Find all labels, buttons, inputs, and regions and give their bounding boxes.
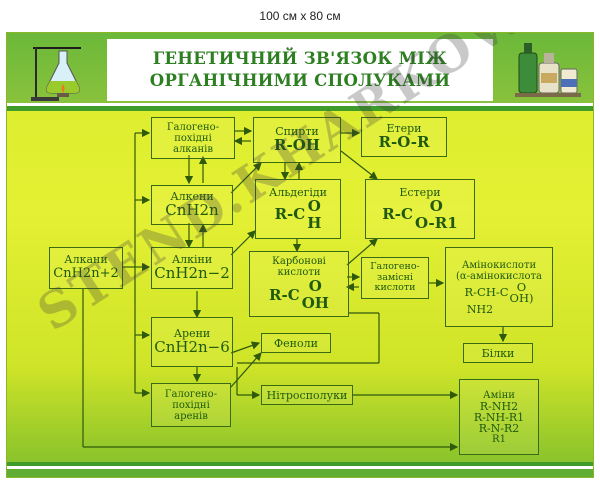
amines-formula-1: R-NH2 — [479, 399, 519, 413]
node-alkenes: Алкени CnH2n — [151, 185, 233, 225]
haloalkanes-line-3: алканів — [172, 143, 214, 155]
node-nitro-compounds: Нітросполуки — [261, 385, 353, 405]
amino-acids-line-2: (α-амінокислота — [455, 270, 543, 282]
carboxylic-line-1: Карбонові — [272, 256, 326, 267]
amines-label: Аміни — [483, 389, 515, 401]
amino-acids-formula: R-CH-C — [464, 285, 509, 299]
amino-acids-oh: OH) — [509, 290, 534, 305]
aldehydes-h: H — [307, 213, 322, 232]
connector-lines — [82, 126, 508, 452]
node-esters: Естери R-C O O-R1 — [365, 179, 475, 239]
esters-o: O — [429, 196, 443, 215]
amines-formula-4: R1 — [492, 433, 506, 445]
ethers-formula: R-O-R — [378, 133, 430, 151]
proteins-label: Білки — [481, 346, 515, 360]
haloarenes-line-3: аренів — [174, 410, 208, 422]
bottles-icon — [515, 43, 581, 97]
esters-formula: R-C — [382, 205, 413, 223]
arenes-formula: CnH2n−6 — [154, 338, 230, 356]
size-caption: 100 см х 80 см — [259, 9, 341, 23]
node-arenes: Арени CnH2n−6 — [151, 317, 233, 367]
title-panel: ГЕНЕТИЧНИЙ ЗВ'ЯЗОК МІЖ ОРГАНІЧНИМИ СПОЛУ… — [107, 39, 493, 101]
alkenes-label: Алкени — [170, 190, 214, 203]
halo-acids-line-2: заміснi — [377, 271, 413, 283]
node-aldehydes: Альдегіди R-C O H — [255, 179, 341, 239]
alcohols-formula: R-OH — [274, 136, 320, 154]
title-line-2: ОРГАНІЧНИМИ СПОЛУКАМИ — [149, 71, 451, 90]
amino-acids-nh2: NH2 — [466, 302, 494, 316]
alkynes-label: Алкіни — [171, 253, 213, 266]
carboxylic-oh: OH — [301, 294, 329, 312]
carboxylic-o: O — [308, 277, 322, 295]
halo-acids-line-1: Галогено- — [370, 261, 420, 273]
aldehydes-label: Альдегіди — [269, 185, 327, 199]
alcohols-label: Спирти — [275, 125, 319, 138]
esters-r: O-R1 — [414, 213, 458, 232]
alkanes-formula: CnH2n+2 — [53, 266, 119, 281]
top-white-stripe — [7, 103, 593, 106]
node-amino-acids: Амінокислоти (α-амінокислота R-CH-C O OH… — [445, 247, 553, 327]
esters-label: Естери — [399, 185, 441, 199]
alkanes-label: Алкани — [64, 253, 108, 266]
node-proteins: Білки — [463, 343, 533, 363]
node-ethers: Етери R-O-R — [361, 117, 447, 157]
top-green-stripe — [7, 106, 593, 111]
alkenes-formula: CnH2n — [165, 201, 219, 219]
carboxylic-line-2: кислоти — [277, 267, 321, 278]
node-haloarenes: Галогено- похідні аренів — [151, 383, 231, 427]
node-halo-acids: Галогено- заміснi кислоти — [361, 257, 429, 299]
ethers-label: Етери — [386, 122, 422, 135]
poster-board: ГЕНЕТИЧНИЙ ЗВ'ЯЗОК МІЖ ОРГАНІЧНИМИ СПОЛУ… — [6, 32, 594, 478]
node-carboxylic-acids: Карбонові кислоти R-C O OH — [249, 251, 349, 317]
nitro-label: Нітросполуки — [266, 388, 348, 402]
amino-acids-line-1: Амінокислоти — [461, 259, 537, 271]
haloalkanes-line-2: похідні — [174, 132, 212, 144]
node-alkanes: Алкани CnH2n+2 — [49, 247, 123, 289]
title-line-1: ГЕНЕТИЧНИЙ ЗВ'ЯЗОК МІЖ — [152, 49, 448, 68]
node-alcohols: Спирти R-OH — [253, 117, 341, 163]
aldehydes-formula: R-C — [274, 205, 306, 223]
node-alkynes: Алкіни CnH2n−2 — [151, 247, 233, 289]
haloarenes-line-1: Галогено- — [164, 388, 218, 400]
bottom-green-stripe — [7, 462, 593, 466]
amino-acids-o: O — [516, 279, 527, 294]
amines-formula-3: R-N-R2 — [478, 421, 520, 435]
bottom-band — [7, 469, 593, 477]
phenols-label: Феноли — [274, 336, 318, 350]
aldehydes-o: O — [307, 196, 321, 215]
node-amines: Аміни R-NH2 R-NH-R1 R-N-R2 R1 — [459, 379, 539, 455]
alkynes-formula: CnH2n−2 — [154, 264, 230, 282]
haloarenes-line-2: похідні — [172, 399, 210, 411]
amines-formula-2: R-NH-R1 — [473, 410, 525, 424]
bottom-white-stripe — [7, 466, 593, 469]
arenes-label: Арени — [173, 327, 211, 340]
haloalkanes-line-1: Галогено- — [166, 121, 220, 133]
carboxylic-formula: R-C — [269, 285, 300, 304]
halo-acids-line-3: кислоти — [374, 282, 416, 294]
node-phenols: Феноли — [261, 333, 331, 353]
node-haloalkanes: Галогено- похідні алканів — [151, 117, 235, 159]
flask-burner-icon — [31, 47, 81, 101]
